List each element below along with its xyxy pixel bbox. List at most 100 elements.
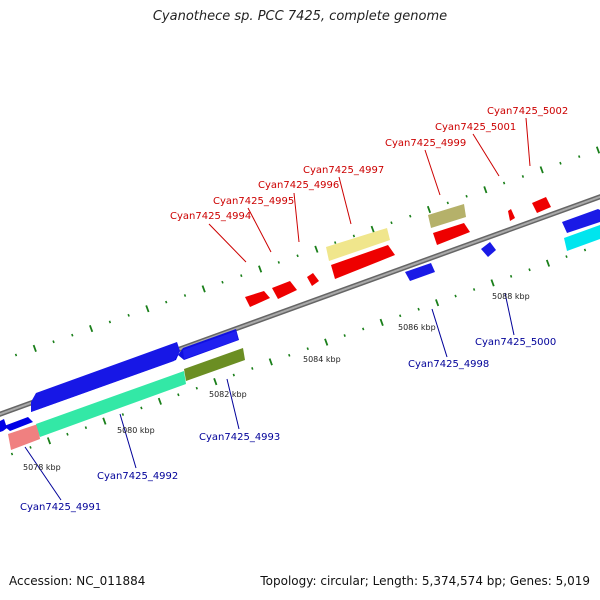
guide-tick (288, 353, 291, 357)
gene-label-5002[interactable]: Cyan7425_5002 (487, 106, 568, 117)
gene-arrow-4999[interactable] (433, 223, 470, 245)
guide-tick (71, 333, 74, 337)
gene-arrow-4994[interactable] (245, 291, 270, 307)
forward-strand-genes (245, 197, 551, 307)
scale-tick-5084: 5084 kbp (303, 355, 341, 364)
gene-block-pink[interactable] (8, 424, 40, 450)
scale-tick-5080: 5080 kbp (117, 426, 155, 435)
gene-label-4996[interactable]: Cyan7425_4996 (258, 180, 339, 191)
guide-tick (14, 353, 18, 357)
guide-tick (352, 234, 356, 238)
gene-label-4994[interactable]: Cyan7425_4994 (170, 211, 251, 222)
guide-tick (296, 254, 299, 258)
gene-arrow-5002[interactable] (532, 197, 551, 213)
map-title: Cyanothece sp. PCC 7425, complete genome (152, 9, 448, 24)
gene-arrow-4995[interactable] (272, 281, 297, 299)
guide-tick (145, 305, 150, 313)
guide-tick (595, 146, 600, 154)
guide-tick (213, 377, 218, 386)
guide-tick (578, 155, 581, 158)
guide-tick (390, 221, 393, 225)
gene-arrow-4991-top[interactable] (4, 417, 33, 431)
guide-tick (409, 214, 412, 218)
dotted-guide-lines (10, 146, 600, 456)
guide-tick (539, 166, 544, 174)
guide-tick (140, 406, 143, 410)
guide-tick (417, 307, 420, 311)
gene-block-cyan[interactable] (564, 225, 600, 251)
guide-tick (314, 245, 319, 253)
guide-tick (446, 201, 449, 205)
gene-label-4998[interactable]: Cyan7425_4998 (408, 359, 489, 370)
gene-label-4995[interactable]: Cyan7425_4995 (213, 196, 294, 207)
guide-tick (127, 313, 130, 317)
gene-arrow-5001[interactable] (508, 209, 515, 221)
guide-tick (10, 452, 14, 456)
gene-label-4999[interactable]: Cyan7425_4999 (385, 138, 466, 149)
guide-tick (454, 294, 457, 298)
guide-tick (483, 186, 488, 194)
gene-arrow-4996[interactable] (307, 273, 319, 286)
gene-arrow-4990[interactable] (0, 419, 7, 432)
guide-tick (108, 320, 112, 324)
guide-tick (121, 413, 125, 416)
guide-tick (565, 255, 568, 258)
guide-tick (343, 334, 346, 337)
forward-gene-labels: Cyan7425_4994 Cyan7425_4995 Cyan7425_499… (170, 106, 568, 222)
guide-tick (66, 432, 69, 436)
gene-label-4992[interactable]: Cyan7425_4992 (97, 471, 178, 482)
guide-tick (268, 358, 273, 366)
guide-tick (52, 340, 55, 344)
guide-tick (472, 288, 476, 291)
guide-tick (306, 347, 309, 351)
guide-tick (46, 437, 52, 445)
guide-tick (251, 367, 254, 370)
guide-tick (490, 279, 495, 287)
scale-tick-labels: 5078 kbp 5080 kbp 5082 kbp 5084 kbp 5086… (23, 292, 530, 472)
gene-arrow-4992-body[interactable] (31, 342, 180, 412)
gene-arrow-5000[interactable] (481, 242, 496, 257)
guide-tick (435, 299, 440, 307)
guide-tick (545, 259, 551, 267)
guide-tick (221, 280, 224, 284)
guide-tick (84, 426, 88, 430)
guide-tick (258, 265, 263, 273)
gene-arrow-4998[interactable] (405, 263, 435, 281)
guide-tick (165, 300, 168, 304)
guide-tick (399, 314, 402, 318)
genome-summary-text: Topology: circular; Length: 5,374,574 bp… (260, 574, 590, 588)
gene-arrow-5003[interactable] (562, 209, 600, 233)
gene-arrow-4993-body[interactable] (183, 331, 238, 359)
gene-block-khaki[interactable] (326, 228, 390, 261)
guide-tick (240, 274, 243, 278)
guide-tick (324, 338, 329, 346)
gene-label-5001[interactable]: Cyan7425_5001 (435, 122, 516, 133)
guide-tick (177, 393, 180, 397)
guide-tick (559, 161, 562, 165)
guide-tick (277, 261, 280, 264)
gene-block-olive-light[interactable] (428, 204, 466, 228)
gene-block-olive[interactable] (184, 348, 245, 381)
gene-label-5000[interactable]: Cyan7425_5000 (475, 337, 556, 348)
scale-tick-5078: 5078 kbp (23, 463, 61, 472)
guide-tick (509, 274, 513, 278)
gene-label-4997[interactable]: Cyan7425_4997 (303, 165, 384, 176)
gene-arrow-4997[interactable] (331, 245, 395, 279)
guide-tick (334, 241, 337, 244)
scale-tick-5088: 5088 kbp (492, 292, 530, 301)
guide-tick (102, 417, 107, 425)
gene-block-green[interactable] (36, 371, 186, 437)
gene-label-4991[interactable]: Cyan7425_4991 (20, 502, 101, 513)
guide-tick (89, 324, 94, 333)
gene-label-4993[interactable]: Cyan7425_4993 (199, 432, 280, 443)
guide-tick (528, 268, 531, 272)
guide-tick (370, 225, 375, 233)
accession-text: Accession: NC_011884 (9, 574, 146, 588)
guide-tick (426, 205, 432, 214)
scale-tick-5082: 5082 kbp (209, 390, 247, 399)
guide-tick (32, 344, 37, 353)
guide-tick (157, 397, 162, 405)
guide-tick (362, 327, 365, 331)
guide-tick (183, 294, 187, 297)
